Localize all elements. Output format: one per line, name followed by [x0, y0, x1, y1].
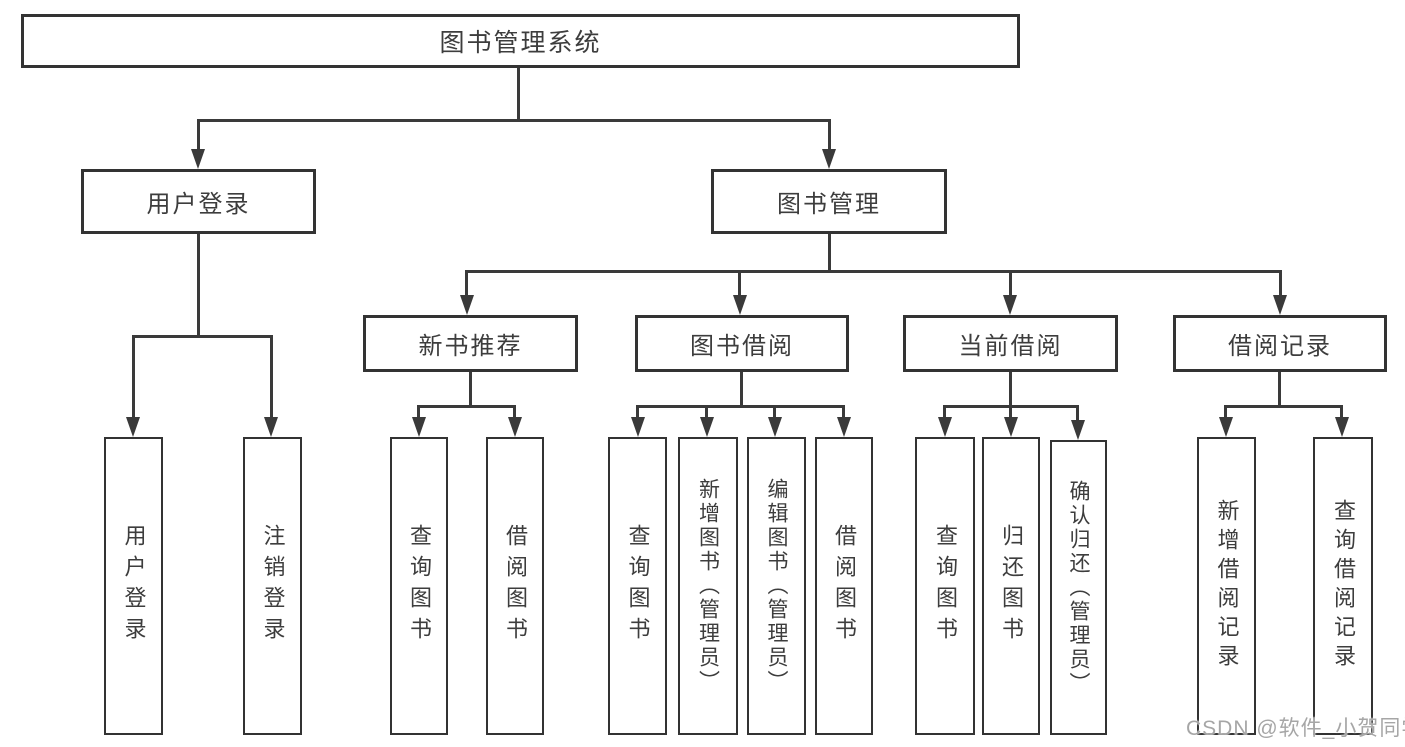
arrowhead-down [837, 417, 851, 437]
connector-drop [513, 405, 516, 419]
arrowhead-down [768, 417, 782, 437]
arrowhead-down [1335, 417, 1349, 437]
arrowhead-down [733, 295, 747, 315]
connector-drop [465, 270, 468, 297]
leaf-label: 查询图书 [933, 524, 958, 648]
leaf-label: 新增借阅记录 [1214, 499, 1240, 673]
leaf-label: 查询图书 [625, 524, 651, 648]
leaf-add-books-admin: 新增图书（管理员） [678, 437, 738, 735]
connector-drop [270, 335, 273, 417]
leaf-return-books: 归还图书 [982, 437, 1040, 735]
node-current-borrowing: 当前借阅 [903, 315, 1118, 372]
node-user-login: 用户登录 [81, 169, 316, 234]
leaf-query-books: 查询图书 [915, 437, 975, 735]
leaf-edit-books-admin: 编辑图书（管理员） [747, 437, 806, 735]
connector-stem [1278, 372, 1281, 407]
connector-drop [1279, 270, 1282, 297]
arrowhead-down [1219, 417, 1233, 437]
node-borrowing-records: 借阅记录 [1173, 315, 1387, 372]
connector-drop [705, 405, 708, 419]
leaf-label: 借阅图书 [503, 524, 528, 648]
connector-drop [132, 335, 135, 417]
connector-bar [1224, 405, 1343, 408]
connector-drop [828, 119, 831, 150]
connector-drop [1076, 405, 1079, 421]
connector-drop [738, 270, 741, 297]
leaf-label: 查询借阅记录 [1331, 499, 1356, 673]
leaf-query-books: 查询图书 [608, 437, 667, 735]
node-book-management: 图书管理 [711, 169, 947, 234]
connector-drop [842, 405, 845, 419]
arrowhead-down [264, 417, 278, 437]
arrowhead-down [700, 417, 714, 437]
connector-bar [636, 405, 845, 408]
leaf-label: 确认归还（管理员） [1067, 479, 1090, 696]
leaf-borrow-books: 借阅图书 [486, 437, 544, 735]
leaf-confirm-return-admin: 确认归还（管理员） [1050, 440, 1107, 735]
leaf-query-borrow-record: 查询借阅记录 [1313, 437, 1373, 735]
arrowhead-down [1003, 295, 1017, 315]
connector-stem [1009, 372, 1012, 407]
connector-bar [466, 270, 1282, 273]
connector-root-stem [517, 68, 520, 121]
arrowhead-down [460, 295, 474, 315]
arrowhead-down [1004, 417, 1018, 437]
connector-drop [773, 405, 776, 419]
arrowhead-down [822, 149, 836, 169]
leaf-label: 用户登录 [121, 524, 147, 648]
connector-drop [417, 405, 420, 419]
arrowhead-down [1273, 295, 1287, 315]
leaf-label: 新增图书（管理员） [696, 478, 720, 694]
node-library-management-system: 图书管理系统 [21, 14, 1020, 68]
node-new-book-recommend: 新书推荐 [363, 315, 578, 372]
node-book-borrowing: 图书借阅 [635, 315, 849, 372]
leaf-query-books: 查询图书 [390, 437, 448, 735]
csdn-watermark: CSDN @软件_小贺同学 [1186, 717, 1405, 740]
connector-stem [740, 372, 743, 407]
connector-drop [1224, 405, 1227, 419]
connector-bar [132, 335, 273, 338]
connector-drop [636, 405, 639, 419]
connector-root-bar [197, 119, 831, 122]
connector-drop [197, 119, 200, 150]
leaf-logout: 注销登录 [243, 437, 302, 735]
connector-stem [469, 372, 472, 407]
leaf-label: 借阅图书 [832, 524, 857, 648]
leaf-add-borrow-record: 新增借阅记录 [1197, 437, 1256, 735]
connector-drop [1340, 405, 1343, 419]
leaf-label: 查询图书 [407, 524, 432, 648]
leaf-borrow-books: 借阅图书 [815, 437, 873, 735]
arrowhead-down [631, 417, 645, 437]
leaf-label: 归还图书 [999, 524, 1024, 648]
connector-drop [1009, 405, 1012, 419]
arrowhead-down [126, 417, 140, 437]
connector-stem [828, 234, 831, 273]
arrowhead-down [412, 417, 426, 437]
connector-stem [197, 234, 200, 338]
connector-bar [417, 405, 516, 408]
arrowhead-down [938, 417, 952, 437]
leaf-label: 编辑图书（管理员） [765, 478, 788, 694]
leaf-label: 注销登录 [260, 524, 286, 648]
leaf-user-login: 用户登录 [104, 437, 163, 735]
connector-drop [943, 405, 946, 419]
arrowhead-down [1071, 420, 1085, 440]
arrowhead-down [508, 417, 522, 437]
arrowhead-down [191, 149, 205, 169]
connector-drop [1009, 270, 1012, 297]
